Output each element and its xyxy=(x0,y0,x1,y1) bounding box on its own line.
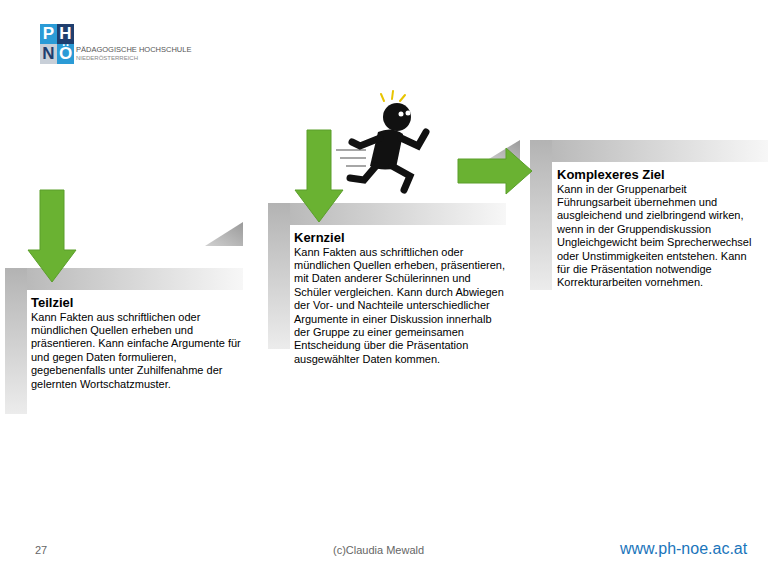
step-bar xyxy=(5,268,243,290)
step-description: Kann in der Gruppenarbeit Führungsarbeit… xyxy=(557,183,761,290)
step-post xyxy=(268,203,290,349)
running-figure xyxy=(336,91,426,190)
logo-text: NIEDERÖSTERREICH xyxy=(76,55,138,61)
logo-letter: H xyxy=(57,24,74,44)
step-post xyxy=(5,268,27,414)
green-arrow xyxy=(458,148,532,194)
step-description: Kann Fakten aus schriftlichen oder mündl… xyxy=(31,311,241,391)
step-bar xyxy=(268,203,506,225)
logo-letter: P xyxy=(40,24,57,44)
step-heading: Komplexeres Ziel xyxy=(557,167,761,183)
step-post xyxy=(530,140,552,290)
step-heading: Kernziel xyxy=(294,230,506,246)
step-description: Kann Fakten aus schriftlichen oder mündl… xyxy=(294,246,506,367)
website-url: www.ph-noe.ac.at xyxy=(620,540,747,558)
step-bar xyxy=(530,140,768,162)
goal-step: KernzielKann Fakten aus schriftlichen od… xyxy=(290,228,510,368)
logo-letter: Ö xyxy=(57,44,74,64)
step-fold xyxy=(205,222,243,246)
page-number: 27 xyxy=(35,544,47,556)
green-arrow xyxy=(28,190,76,282)
copyright-note: (c)Claudia Mewald xyxy=(333,544,424,556)
goal-step: Komplexeres ZielKann in der Gruppenarbei… xyxy=(553,165,765,292)
logo-letter: N xyxy=(40,44,57,64)
logo-text: PÄDAGOGISCHE HOCHSCHULE xyxy=(76,45,191,54)
goal-step: TeilzielKann Fakten aus schriftlichen od… xyxy=(27,293,245,393)
step-heading: Teilziel xyxy=(31,295,241,311)
green-arrow xyxy=(295,130,343,222)
